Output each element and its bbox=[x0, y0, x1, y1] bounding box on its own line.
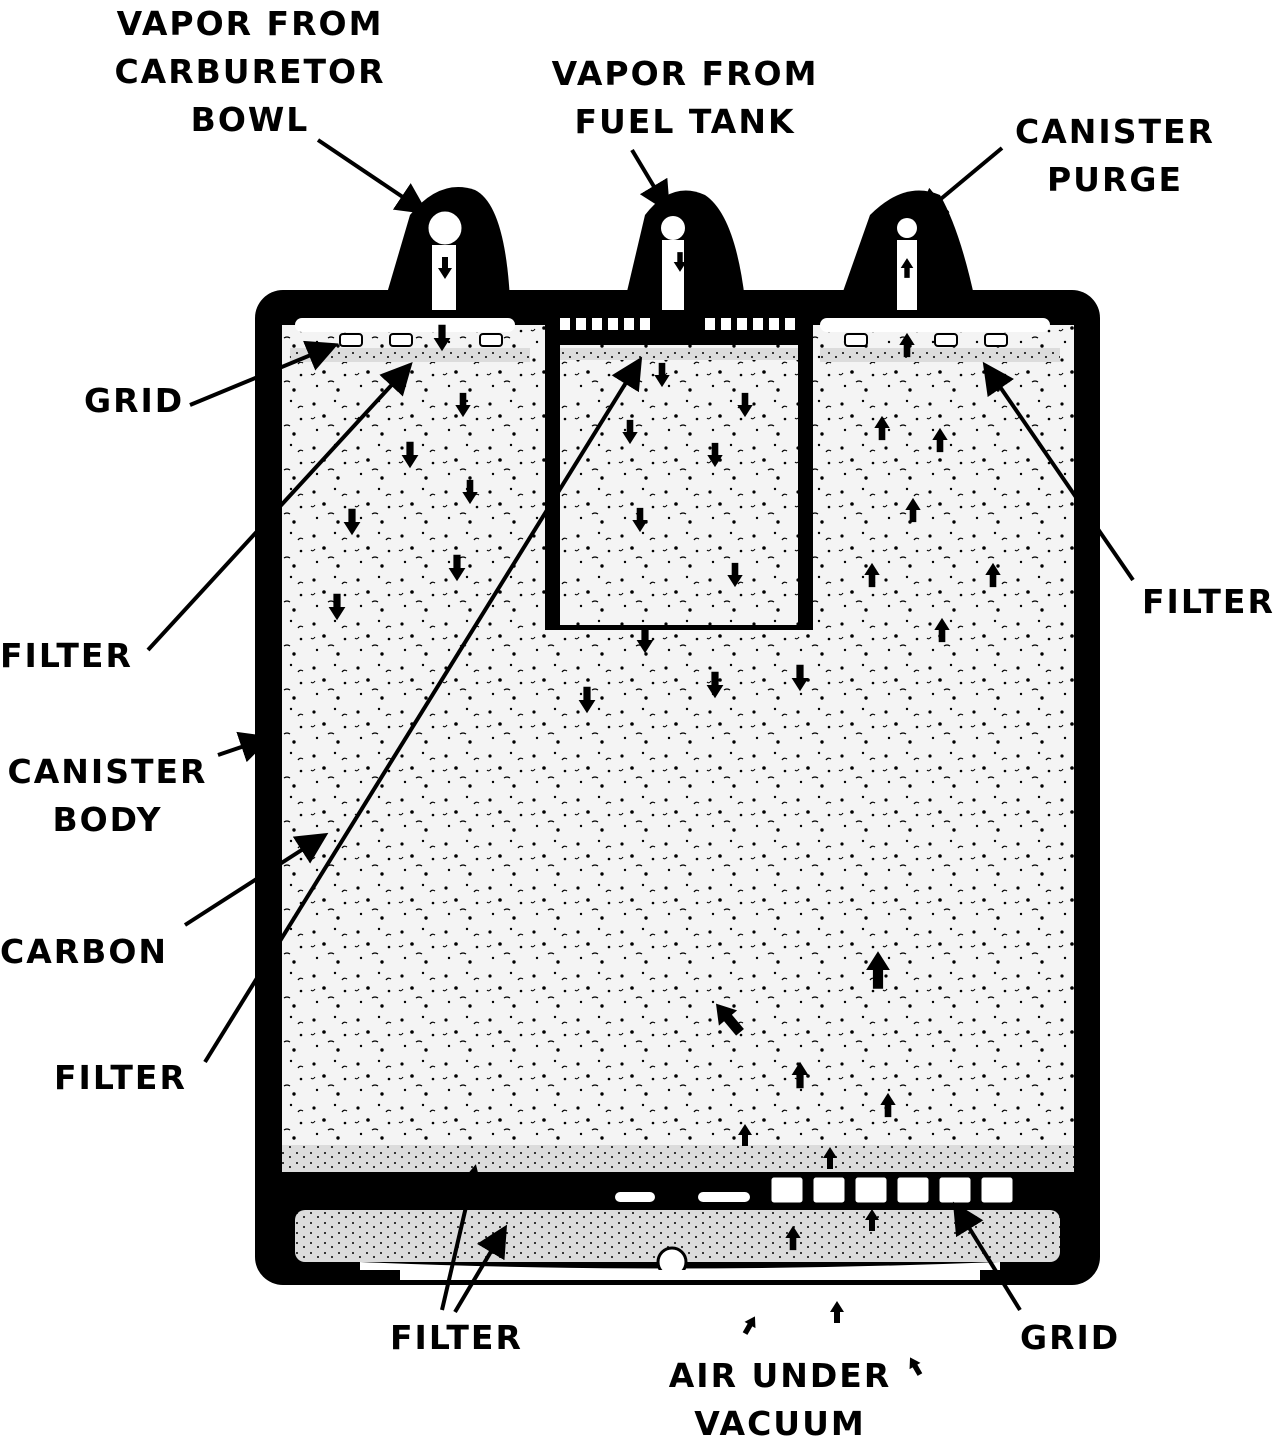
label-grid-top: GRID bbox=[84, 381, 185, 420]
label-grid-bottom: GRID bbox=[1020, 1318, 1121, 1357]
leader-filter-bottom-b bbox=[453, 1224, 508, 1314]
label-carbon: CARBON bbox=[0, 932, 168, 971]
top-grid bbox=[295, 318, 1050, 347]
label-air-under-vacuum: AIR UNDER VACUUM bbox=[668, 1356, 892, 1438]
label-canister-purge: CANISTER PURGE bbox=[1015, 112, 1215, 199]
label-filter-bottom: FILTER bbox=[390, 1318, 523, 1357]
leader-purge bbox=[914, 146, 1004, 221]
label-filter-top-left: FILTER bbox=[0, 636, 133, 675]
leader-vapor-carb bbox=[316, 138, 429, 215]
leader-grid-top bbox=[189, 340, 339, 407]
leader-filter-bottom-a bbox=[440, 1164, 485, 1311]
label-canister-body: CANISTER BODY bbox=[7, 752, 208, 839]
label-filter-top-right: FILTER bbox=[1142, 582, 1275, 621]
label-vapor-from-carburetor-bowl: VAPOR FROM CARBURETOR BOWL bbox=[114, 4, 386, 139]
leader-carbon bbox=[183, 832, 329, 927]
leader-filter-top-right bbox=[982, 361, 1135, 582]
leader-grid-bottom bbox=[952, 1201, 1022, 1312]
leader-vapor-tank bbox=[630, 148, 671, 214]
label-filter-mid-left: FILTER bbox=[54, 1058, 187, 1097]
leader-filter-mid-left bbox=[203, 356, 643, 1064]
leader-filter-top-left bbox=[146, 362, 413, 652]
top-filter bbox=[290, 348, 1060, 362]
leader-lines bbox=[146, 138, 1135, 1314]
carbon-bed bbox=[282, 325, 1074, 1155]
leader-canister-body bbox=[217, 731, 272, 763]
label-vapor-from-fuel-tank: VAPOR FROM FUEL TANK bbox=[551, 54, 819, 141]
